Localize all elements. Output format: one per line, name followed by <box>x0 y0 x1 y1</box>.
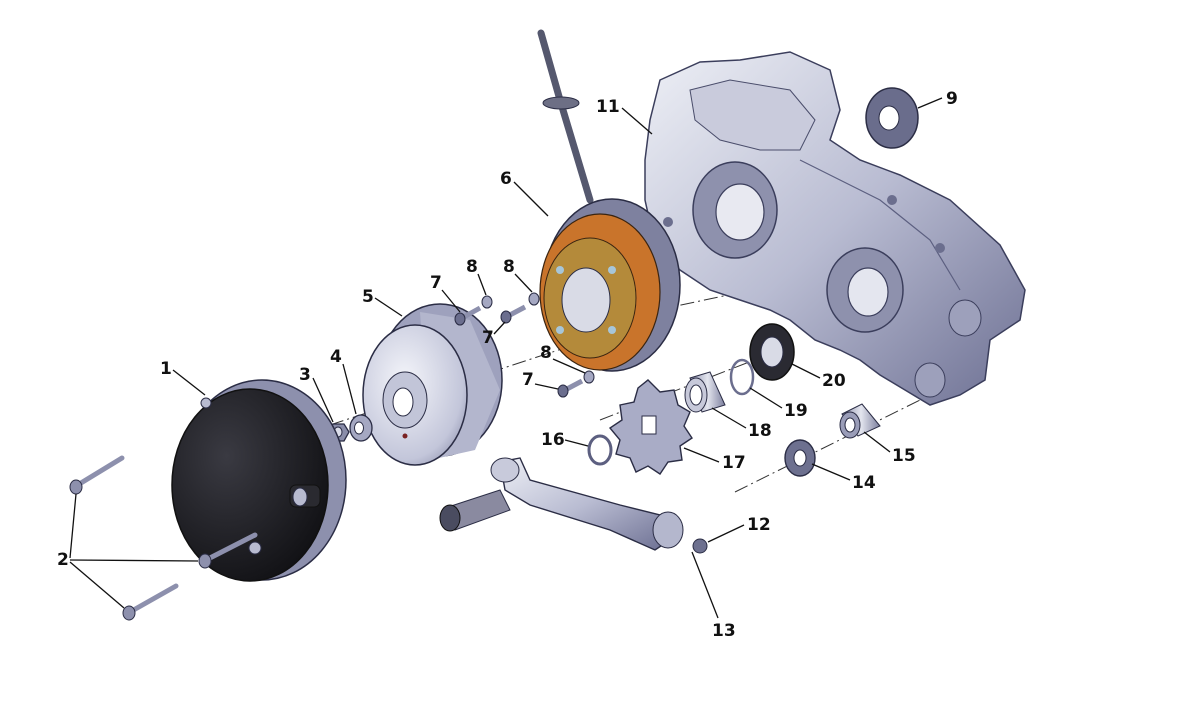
svg-text:19: 19 <box>784 401 808 421</box>
svg-text:14: 14 <box>852 473 876 493</box>
callout-19: 19 <box>749 387 808 421</box>
callout-17: 17 <box>683 447 746 473</box>
svg-text:1: 1 <box>160 359 172 379</box>
callout-3: 3 <box>299 365 334 423</box>
kickstart-lever: ​ <box>439 457 708 554</box>
bolt-part-7-c <box>557 378 584 398</box>
washer-part-9 <box>865 87 919 149</box>
callout-7-c: 7 <box>522 370 559 390</box>
callout-9: 9 <box>917 89 958 109</box>
bearing-part-14 <box>784 439 816 477</box>
svg-text:7: 7 <box>522 370 534 390</box>
washer-part-8-a <box>481 295 493 309</box>
sprocket-part-17 <box>608 379 693 475</box>
callout-2: 2 <box>57 493 199 609</box>
callout-13: 13 <box>691 551 736 641</box>
callout-11: 11 <box>596 97 653 135</box>
screw-part-2-middle <box>198 532 258 569</box>
needle-bearing-part-15 <box>839 403 881 439</box>
svg-text:8: 8 <box>466 257 478 277</box>
callout-15: 15 <box>863 431 916 466</box>
svg-text:15: 15 <box>892 446 916 466</box>
svg-text:13: 13 <box>712 621 736 641</box>
callout-1: 1 <box>160 359 206 396</box>
svg-text:20: 20 <box>822 371 846 391</box>
svg-text:9: 9 <box>946 89 958 109</box>
callout-6: 6 <box>500 169 549 217</box>
screw-part-2-bottom <box>122 583 179 621</box>
callout-12: 12 <box>707 515 771 543</box>
callout-16: 16 <box>541 430 589 450</box>
svg-text:16: 16 <box>541 430 565 450</box>
callout-7-a: 7 <box>430 273 461 313</box>
wire-grommet <box>542 96 580 110</box>
crankcase-half <box>644 51 1026 406</box>
callout-8-c: 8 <box>540 343 586 374</box>
svg-text:18: 18 <box>748 421 772 441</box>
center-axis-line-lower <box>734 399 921 493</box>
callout-18: 18 <box>711 407 772 441</box>
bolt-part-7-b <box>500 304 527 324</box>
callout-7-b: 7 <box>482 321 506 348</box>
svg-text:5: 5 <box>362 287 374 307</box>
washer-part-4 <box>349 414 373 442</box>
callout-14: 14 <box>811 463 876 493</box>
callout-5: 5 <box>362 287 403 317</box>
svg-text:3: 3 <box>299 365 311 385</box>
svg-text:17: 17 <box>722 453 746 473</box>
oil-seal-part-20 <box>749 323 795 381</box>
callout-8-b: 8 <box>503 257 533 293</box>
callout-20: 20 <box>791 363 846 391</box>
svg-text:8: 8 <box>503 257 515 277</box>
circlip-part-16 <box>587 434 613 466</box>
svg-text:6: 6 <box>500 169 512 189</box>
bolt-part-7-a <box>454 305 482 326</box>
svg-text:7: 7 <box>430 273 442 293</box>
callout-8-a: 8 <box>466 257 487 296</box>
svg-text:7: 7 <box>482 328 494 348</box>
washer-part-8-b <box>528 292 540 306</box>
stator-part-6 <box>539 198 681 372</box>
washer-part-8-c <box>583 370 595 384</box>
screw-part-2-top <box>69 455 125 495</box>
svg-text:4: 4 <box>330 347 342 367</box>
svg-text:8: 8 <box>540 343 552 363</box>
callout-4: 4 <box>330 347 357 415</box>
svg-text:12: 12 <box>747 515 771 535</box>
rotor-part-5 <box>362 303 503 466</box>
bushing-part-18 <box>684 371 726 413</box>
svg-text:11: 11 <box>596 97 620 117</box>
svg-text:2: 2 <box>57 550 69 570</box>
oring-part-19 <box>729 358 755 396</box>
ignition-cover-part-1 <box>171 379 347 582</box>
stator-wire <box>537 29 594 204</box>
